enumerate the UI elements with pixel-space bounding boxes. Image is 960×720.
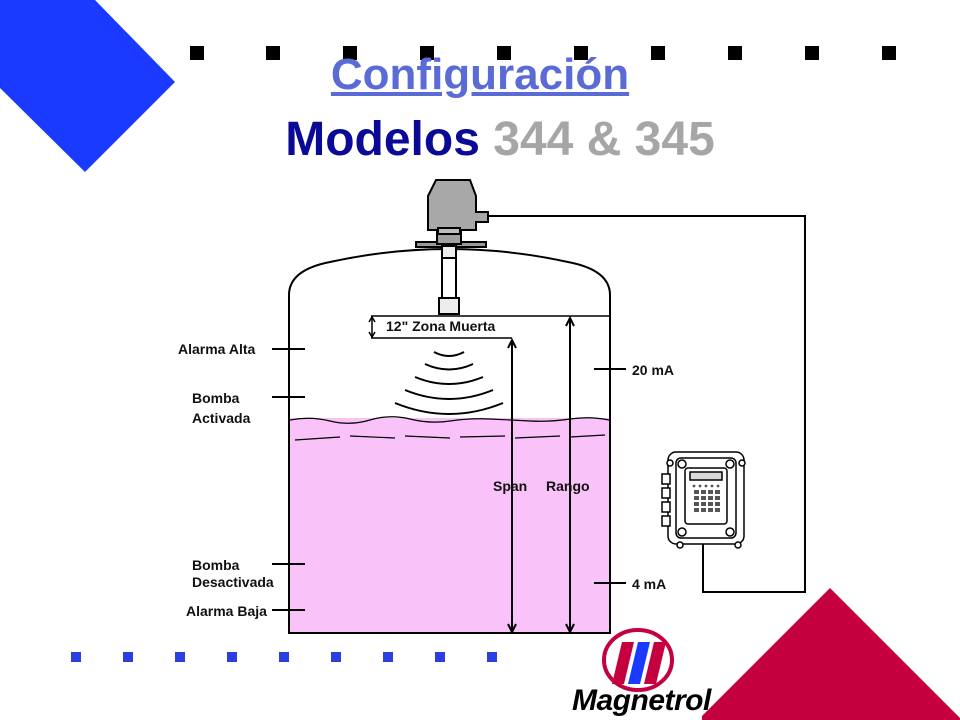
subtitle-models-word: Modelos [285, 113, 480, 166]
magnetrol-wordmark: Magnetrol [572, 684, 711, 717]
left-level-ticks [272, 348, 305, 611]
range-label: Rango [546, 478, 590, 494]
right-ma-ticks [594, 368, 626, 584]
ma-4-label: 4 mA [632, 576, 667, 592]
dead-zone-label: 12" Zona Muerta [386, 318, 496, 334]
signal-cable [488, 215, 806, 593]
corner-diamond-crimson [702, 588, 960, 720]
level-transmitter-icon [415, 179, 489, 315]
pump-on-label-line1: Bomba [192, 390, 240, 406]
pump-off-label-line2: Desactivada [192, 574, 274, 590]
alarm-high-label: Alarma Alta [178, 341, 256, 357]
alarm-low-label: Alarma Baja [186, 603, 267, 619]
pump-on-label-line2: Activada [192, 410, 251, 426]
span-label: Span [493, 478, 528, 494]
dead-zone-markers [368, 315, 610, 339]
title-link[interactable]: Configuración [330, 50, 630, 99]
corner-diamond-blue [0, 0, 175, 172]
ultrasonic-waves [394, 351, 504, 415]
subtitle: Modelos 344 & 345 [0, 112, 960, 167]
ma-20-label: 20 mA [632, 362, 675, 378]
liquid-fill [289, 418, 610, 633]
bottom-bullet-row [71, 652, 497, 662]
magnetrol-logo-icon [602, 628, 674, 692]
liquid-surface [289, 416, 610, 441]
measurement-arrows [507, 315, 575, 635]
top-bullet-row [190, 46, 896, 60]
pump-off-label-line1: Bomba [192, 557, 240, 573]
controller-unit-icon [661, 451, 746, 549]
subtitle-model-numbers: 344 & 345 [493, 113, 715, 166]
